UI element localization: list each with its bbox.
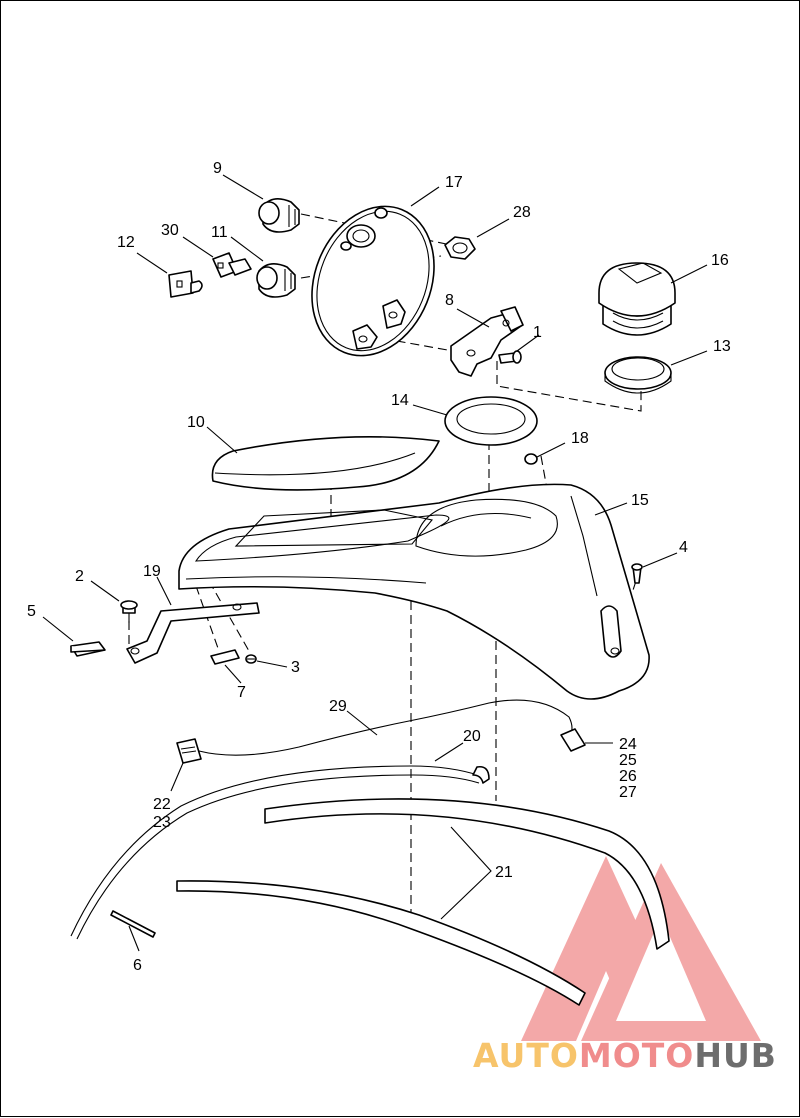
callout-26: 26 [619, 768, 637, 785]
part-6-tie [110, 910, 156, 938]
part-21-trim-strips [176, 798, 670, 1006]
callout-14: 14 [391, 392, 409, 409]
part-10-pad [211, 435, 440, 491]
callout-12: 12 [117, 234, 135, 251]
callout-30: 30 [161, 222, 179, 239]
part-11-knob [256, 263, 296, 298]
watermark-part-hub: HUB [694, 1036, 777, 1075]
callout-18: 18 [571, 430, 589, 447]
callout-27: 27 [619, 784, 637, 801]
callout-22: 22 [153, 796, 171, 813]
part-19-bracket [126, 602, 260, 664]
part-12-key-plate [168, 270, 203, 298]
callout-20: 20 [463, 728, 481, 745]
callout-2: 2 [75, 568, 84, 585]
callout-21: 21 [495, 864, 513, 881]
part-16-fuel-cap [598, 262, 676, 336]
callout-9: 9 [213, 160, 222, 177]
part-17-cover-plate [311, 205, 435, 357]
watermark-part-moto: MOTO [579, 1036, 694, 1075]
part-2-bolt [120, 600, 138, 623]
part-9-knob [258, 198, 300, 233]
part-4-screw [631, 563, 643, 584]
callout-29: 29 [329, 698, 347, 715]
callout-7: 7 [237, 684, 246, 701]
callout-16: 16 [711, 252, 729, 269]
part-15-console [178, 483, 650, 700]
part-29-harness [176, 699, 586, 764]
part-14-ring [444, 396, 538, 446]
part-7-tab [210, 649, 240, 665]
callout-25: 25 [619, 752, 637, 769]
part-30-clip [212, 252, 252, 278]
callout-15: 15 [631, 492, 649, 509]
part-1-screw [498, 350, 522, 364]
callout-4: 4 [679, 539, 688, 556]
part-20-hose [70, 765, 490, 940]
callout-11: 11 [211, 224, 228, 241]
part-3-screw [245, 654, 257, 664]
callout-labels: 1 2 3 4 5 6 7 8 9 10 11 12 13 14 15 16 1… [27, 160, 731, 974]
svg-text:AUTOMOTOHUB: AUTOMOTOHUB [473, 1036, 777, 1075]
callout-13: 13 [713, 338, 731, 355]
callout-3: 3 [291, 659, 300, 676]
callout-10: 10 [187, 414, 205, 431]
part-28-nut [444, 236, 476, 260]
callout-6: 6 [133, 957, 142, 974]
part-18-plug [524, 453, 538, 465]
part-8-bracket [450, 306, 524, 377]
callout-8: 8 [445, 292, 454, 309]
callout-17: 17 [445, 174, 463, 191]
leader-lines [42, 174, 708, 952]
callout-28: 28 [513, 204, 531, 221]
part-5-clip [70, 641, 106, 657]
callout-23: 23 [153, 814, 171, 831]
watermark-text: AUTOMOTOHUB [473, 1036, 777, 1075]
callout-1: 1 [533, 324, 542, 341]
callout-24: 24 [619, 736, 637, 753]
part-13-gasket [604, 356, 672, 394]
watermark-part-auto: AUTO [473, 1036, 579, 1075]
callout-5: 5 [27, 603, 36, 620]
callout-19: 19 [143, 563, 161, 580]
